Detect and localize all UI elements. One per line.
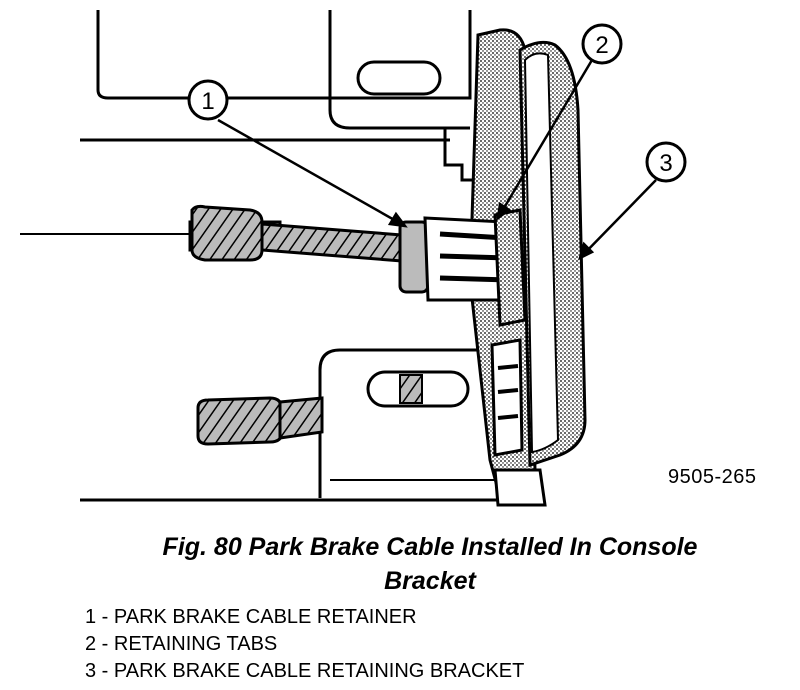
callout-3: 3 <box>645 141 687 183</box>
cable-retainer <box>398 208 527 327</box>
legend-item-2: 2 - RETAINING TABS <box>85 633 278 655</box>
lower-cable-retainer <box>490 338 524 457</box>
upper-park-brake-cable <box>20 204 417 264</box>
figure-caption-line-2: Bracket <box>384 567 476 595</box>
illustration: 1 2 3 <box>20 10 687 507</box>
legend: 1 - PARK BRAKE CABLE RETAINER 2 - RETAIN… <box>85 604 524 685</box>
leader-line-3 <box>578 179 657 261</box>
legend-item-3: 3 - PARK BRAKE CABLE RETAINING BRACKET <box>85 660 525 682</box>
callout-3-number: 3 <box>659 150 672 177</box>
callout-1: 1 <box>187 79 229 121</box>
panel-slot <box>356 60 442 96</box>
legend-item-1: 1 - PARK BRAKE CABLE RETAINER <box>85 606 417 628</box>
figure-code: 9505-265 <box>668 466 757 488</box>
callout-1-number: 1 <box>201 88 214 115</box>
callout-2-number: 2 <box>595 32 608 59</box>
leader-line-2 <box>496 59 594 221</box>
callout-2: 2 <box>581 23 623 65</box>
leader-line-1 <box>217 118 408 228</box>
lower-park-brake-cable <box>196 396 324 446</box>
console-panel <box>80 10 540 502</box>
figure-caption-line-1: Fig. 80 Park Brake Cable Installed In Co… <box>162 533 698 561</box>
lower-panel-slot <box>366 370 470 408</box>
